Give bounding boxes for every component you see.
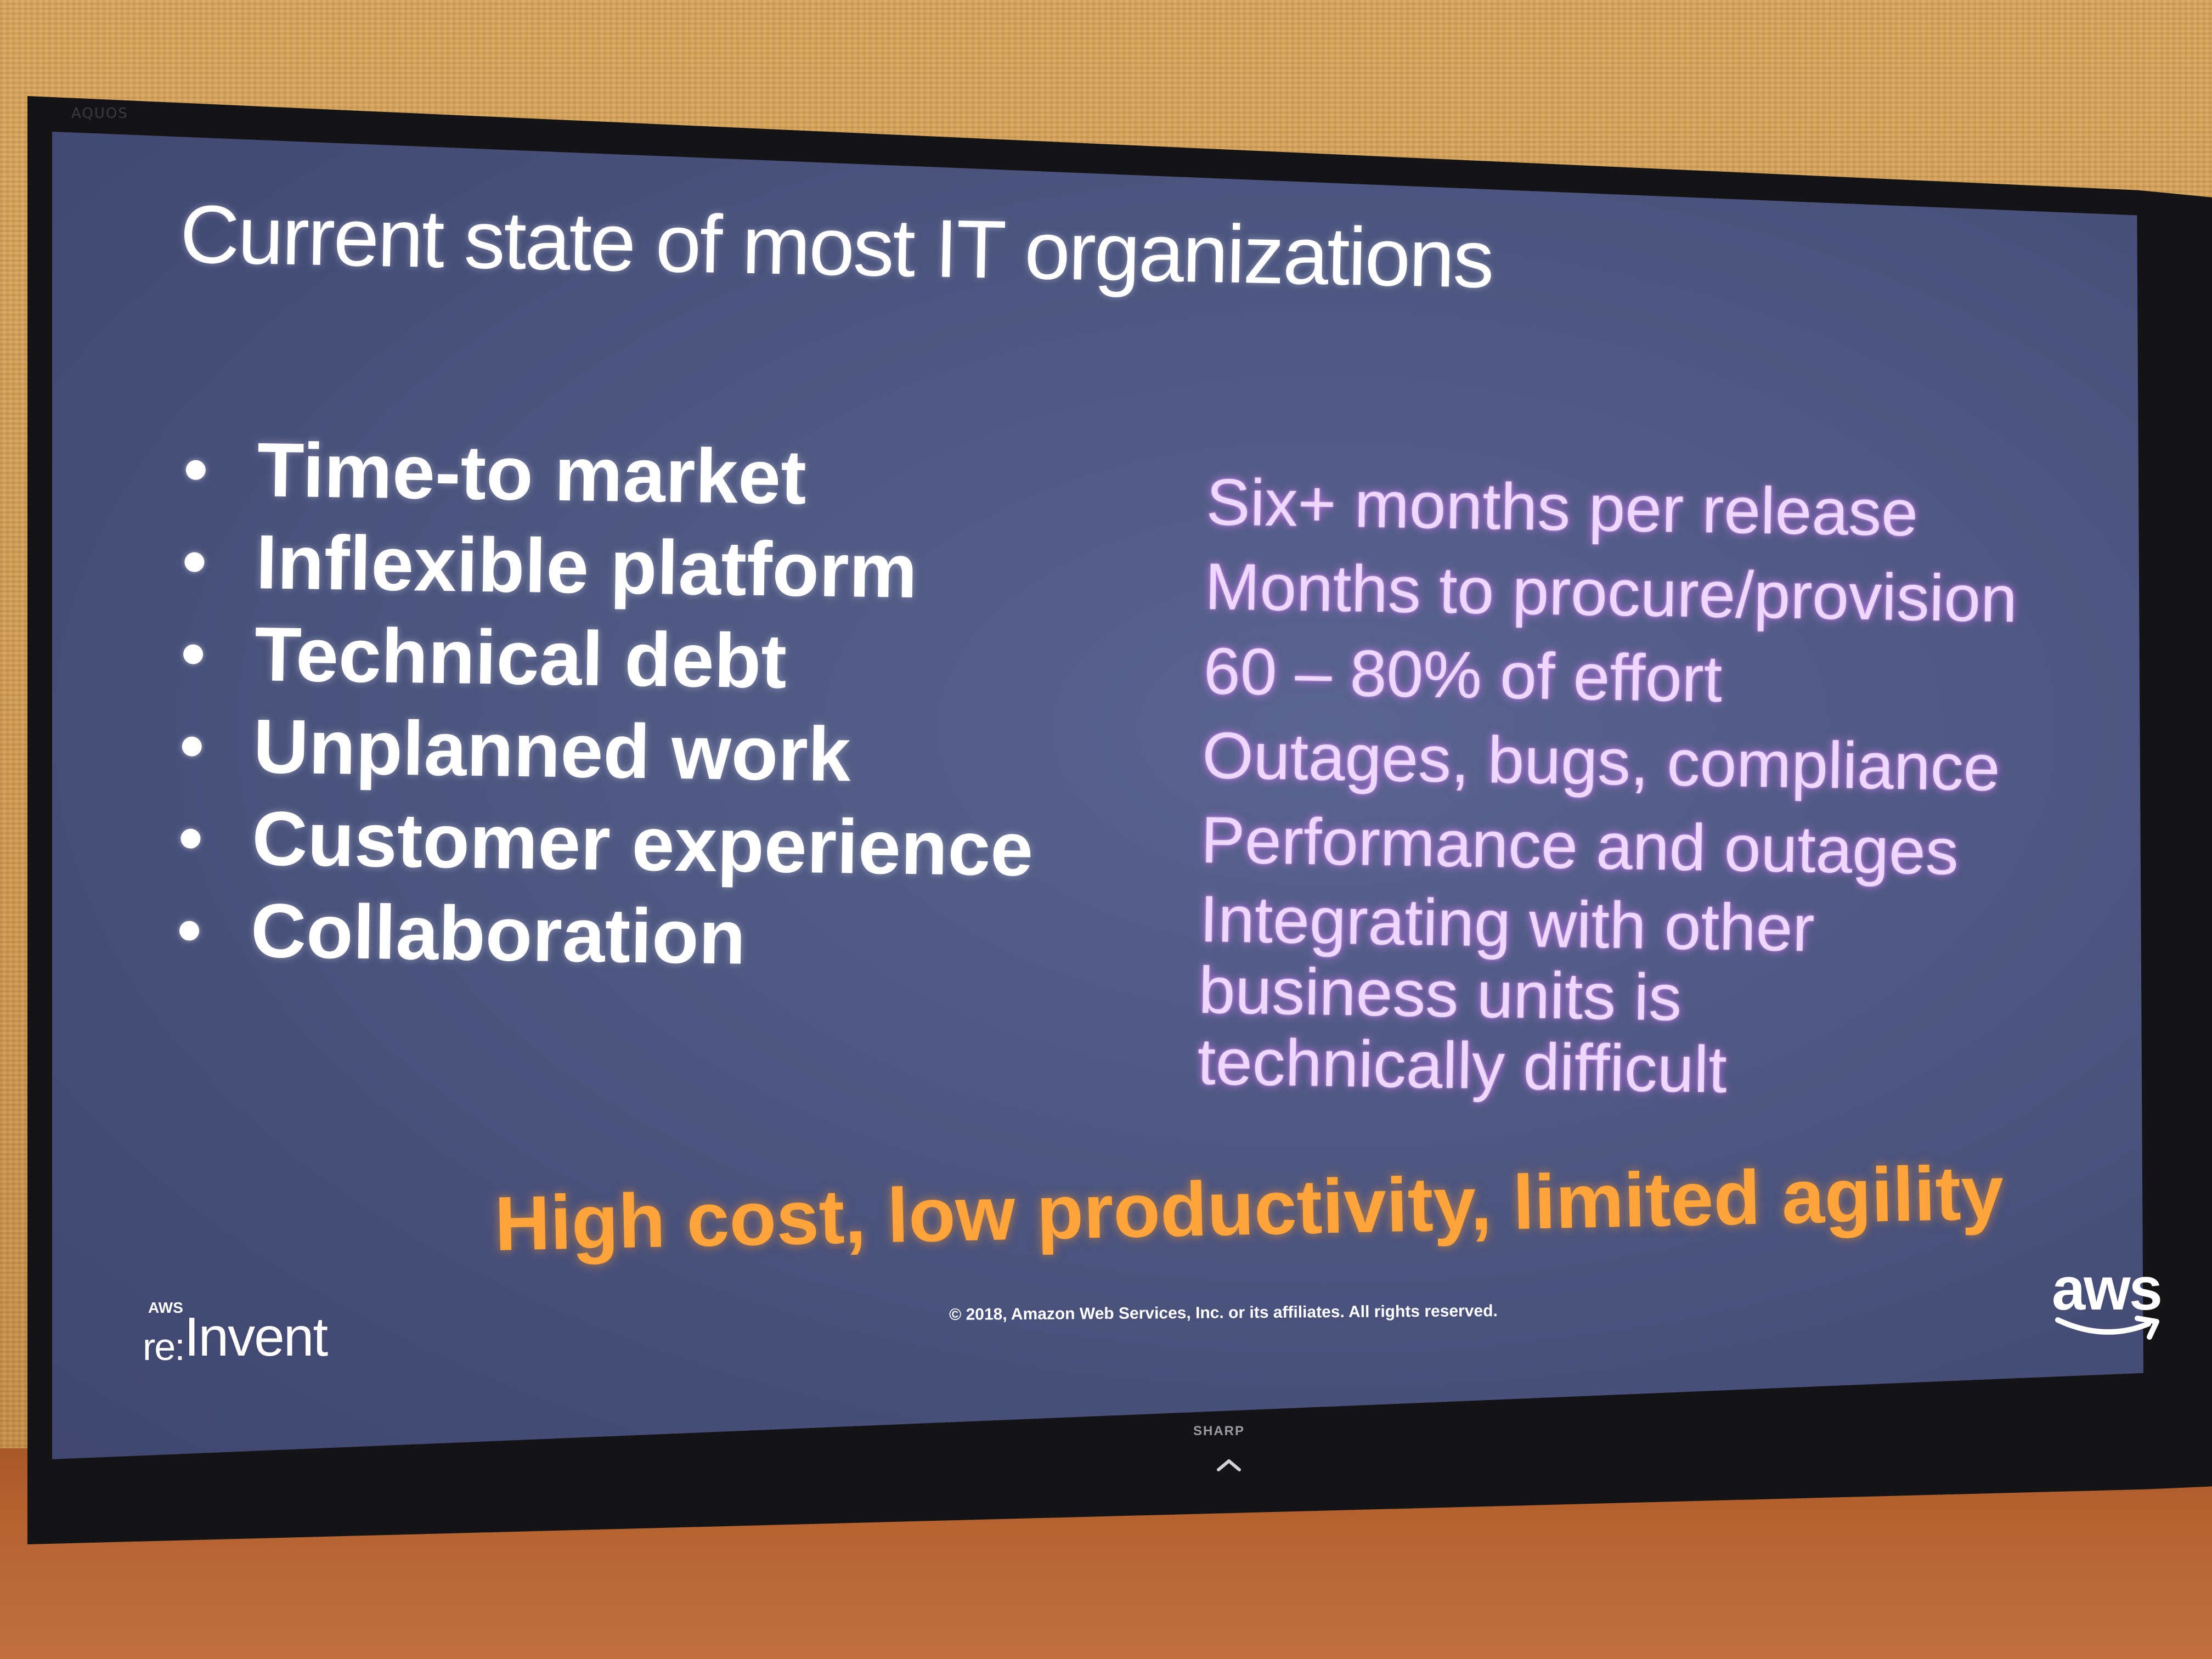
detail-list: Six+ months per release Months to procur…: [1197, 461, 2019, 1112]
bullet-label: Technical debt: [254, 611, 787, 704]
bullet-label: Unplanned work: [252, 703, 851, 798]
detail-item: Integrating with other business units is…: [1197, 882, 1815, 1107]
bullet-dot-icon: [179, 921, 200, 941]
bullet-item: Time-to market: [169, 422, 1039, 527]
reinvent-logo-re: re:: [143, 1325, 185, 1368]
aws-logo-text: aws: [2052, 1255, 2163, 1323]
detail-item: Six+ months per release: [1205, 465, 1919, 550]
bullet-label: Collaboration: [250, 887, 747, 980]
tv-brand-bottom: SHARP: [1193, 1424, 1245, 1438]
detail-item: Performance and outages: [1200, 803, 1959, 889]
aws-smile-icon: [2055, 1316, 2159, 1340]
bullet-label: Time-to market: [256, 426, 807, 521]
detail-item: Outages, bugs, compliance: [1201, 718, 2001, 805]
chevron-up-icon: [1217, 1459, 1241, 1471]
tv-screen: [52, 132, 2143, 1459]
bullet-dot-icon: [182, 736, 202, 757]
aws-logo: aws: [2052, 1259, 2172, 1347]
bullet-dot-icon: [185, 460, 206, 480]
reinvent-logo-aws: AWS: [148, 1299, 183, 1316]
bullet-item: Collaboration: [162, 883, 1032, 988]
bullet-dot-icon: [184, 552, 205, 572]
detail-item: Months to procure/provision: [1204, 549, 2018, 636]
reinvent-logo-invent: Invent: [184, 1306, 328, 1368]
bullet-item: Technical debt: [166, 607, 1036, 711]
bullet-label: Inflexible platform: [255, 518, 918, 614]
bullet-item: Unplanned work: [165, 699, 1035, 803]
bullet-label: Customer experience: [251, 795, 1034, 893]
bullet-item: Customer experience: [163, 791, 1034, 895]
bullet-item: Inflexible platform: [167, 515, 1037, 619]
bullet-dot-icon: [183, 644, 204, 664]
detail-item: 60 – 80% of effort: [1203, 634, 1723, 716]
reinvent-logo: AWS re: Invent: [143, 1300, 328, 1369]
tv-brand-top: AQUOS: [71, 105, 128, 122]
copyright-notice: © 2018, Amazon Web Services, Inc. or its…: [949, 1302, 1498, 1324]
bullet-dot-icon: [180, 828, 201, 849]
bullet-list: Time-to market Inflexible platform Techn…: [162, 422, 1039, 988]
